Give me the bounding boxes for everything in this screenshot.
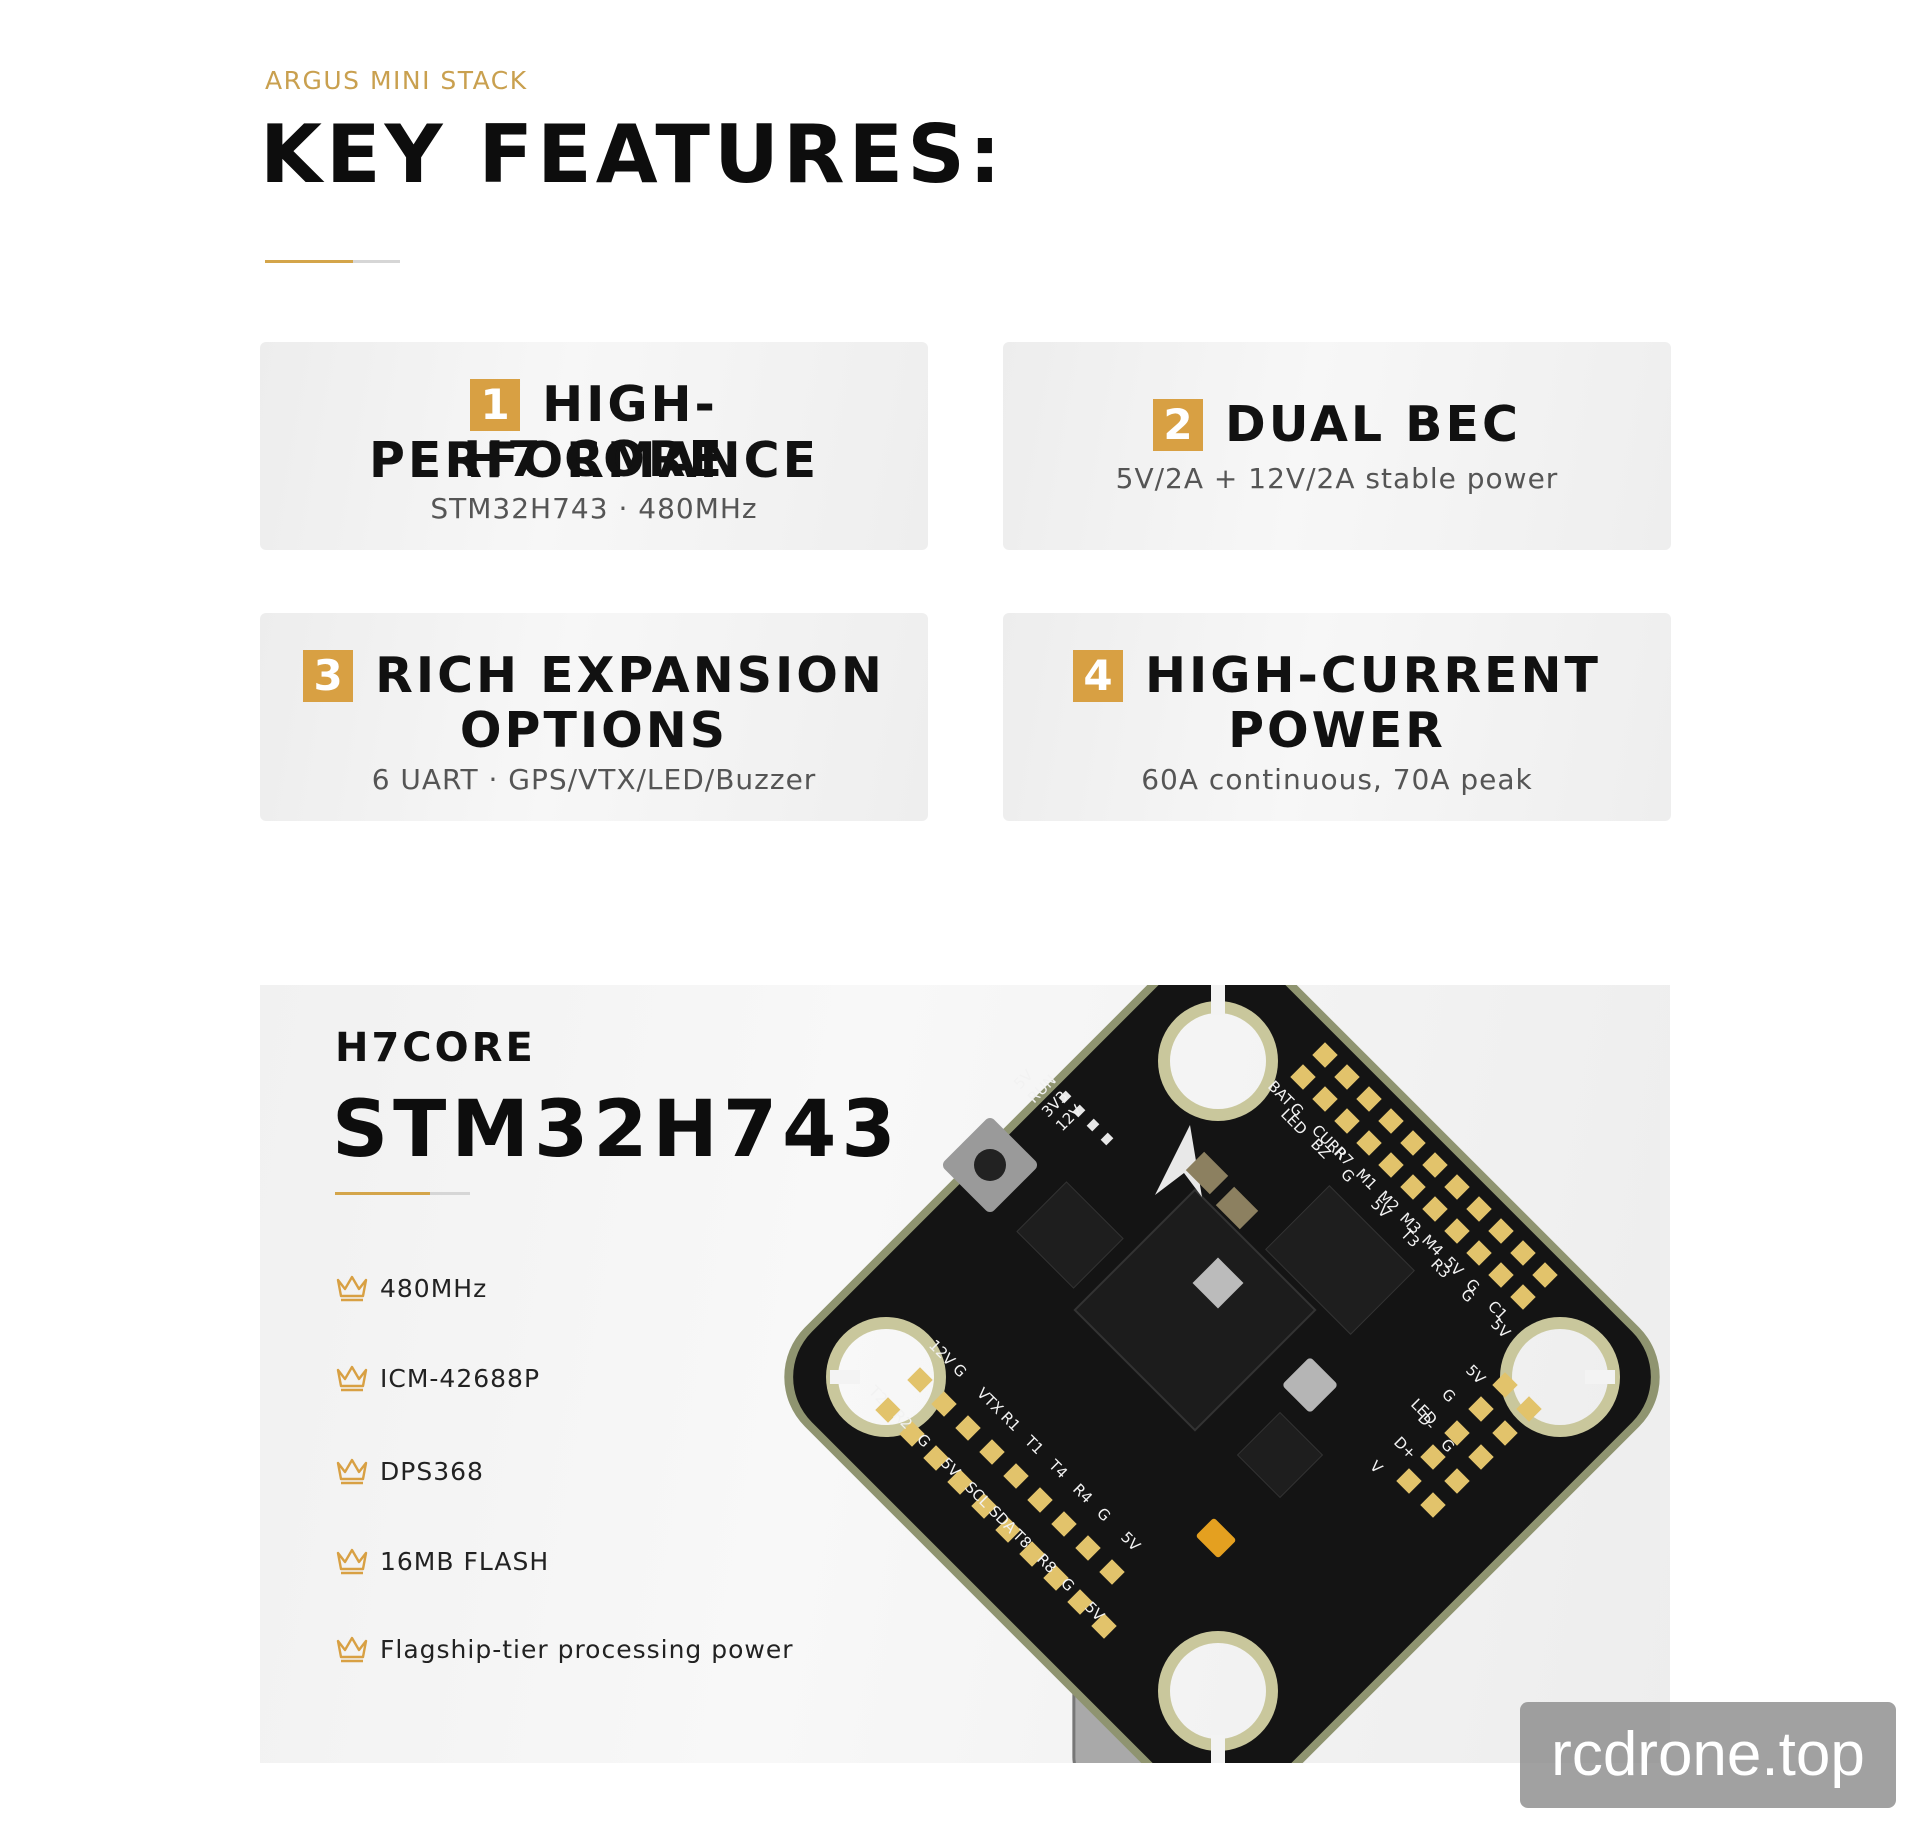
- status-led: [1100, 1132, 1114, 1146]
- feature-number-badge: 1: [470, 379, 521, 431]
- feature-title: HIGH-PERFORMANCE: [368, 376, 820, 489]
- eyebrow-label: ARGUS MINI STACK: [265, 66, 528, 95]
- bec-chip: [1265, 1185, 1415, 1335]
- feature-subtitle: 60A continuous, 70A peak: [1141, 763, 1533, 796]
- feature-card-3: 3 RICH EXPANSION OPTIONS 6 UART · GPS/VTX…: [260, 613, 928, 821]
- crown-icon: [336, 1365, 368, 1392]
- core-panel: H7CORE STM32H743 480MHz ICM-42688P DPS36…: [260, 985, 1670, 1763]
- feature-number-badge: 4: [1073, 650, 1124, 702]
- status-led: [1072, 1104, 1086, 1118]
- feature-number-badge: 3: [303, 650, 354, 702]
- status-led: [1086, 1118, 1100, 1132]
- status-led: [1058, 1090, 1072, 1104]
- feature-subtitle: 5V/2A + 12V/2A stable power: [1115, 462, 1559, 495]
- spec-label: DPS368: [380, 1457, 484, 1486]
- arrow-logo: [1155, 1125, 1202, 1197]
- feature-card-4: 4 HIGH-CURRENT POWER 60A continuous, 70A …: [1003, 613, 1671, 821]
- mcu-chip: [1073, 1188, 1317, 1432]
- crown-icon: [336, 1548, 368, 1575]
- crown-icon: [336, 1636, 368, 1663]
- feature-title: DUAL BEC: [1225, 396, 1521, 453]
- crown-icon: [336, 1458, 368, 1485]
- panel-title: STM32H743: [332, 1085, 901, 1175]
- feature-title: HIGH-CURRENT: [1145, 647, 1601, 704]
- panel-eyebrow: H7CORE: [335, 1025, 536, 1071]
- title-divider: [265, 260, 400, 263]
- feature-number-badge: 2: [1153, 399, 1204, 451]
- feature-card-2: 2 DUAL BEC 5V/2A + 12V/2A stable power: [1003, 342, 1671, 550]
- spec-label: Flagship-tier processing power: [380, 1635, 794, 1664]
- feature-title-line2: OPTIONS: [459, 702, 729, 759]
- feature-subtitle: 6 UART · GPS/VTX/LED/Buzzer: [371, 763, 817, 796]
- feature-title-line2: POWER: [1228, 702, 1446, 759]
- spec-label: 480MHz: [380, 1274, 488, 1303]
- gyro-chip: [1016, 1181, 1124, 1289]
- feature-subtitle: STM32H743 · 480MHz: [430, 492, 758, 525]
- feature-title: RICH EXPANSION: [375, 647, 885, 704]
- flight-controller-board: BATGCURRR7M1M2M3M45VGC1LEDBZG5VT3R3G5V12…: [784, 985, 1660, 1763]
- page-title: KEY FEATURES:: [260, 108, 1005, 201]
- spec-label: ICM-42688P: [380, 1364, 541, 1393]
- feature-title-line2: H7 CORE: [463, 431, 725, 488]
- watermark: rcdrone.top: [1520, 1702, 1896, 1808]
- panel-divider: [335, 1192, 470, 1195]
- crown-icon: [336, 1275, 368, 1302]
- spec-label: 16MB FLASH: [380, 1547, 550, 1576]
- flash-chip: [1236, 1411, 1324, 1499]
